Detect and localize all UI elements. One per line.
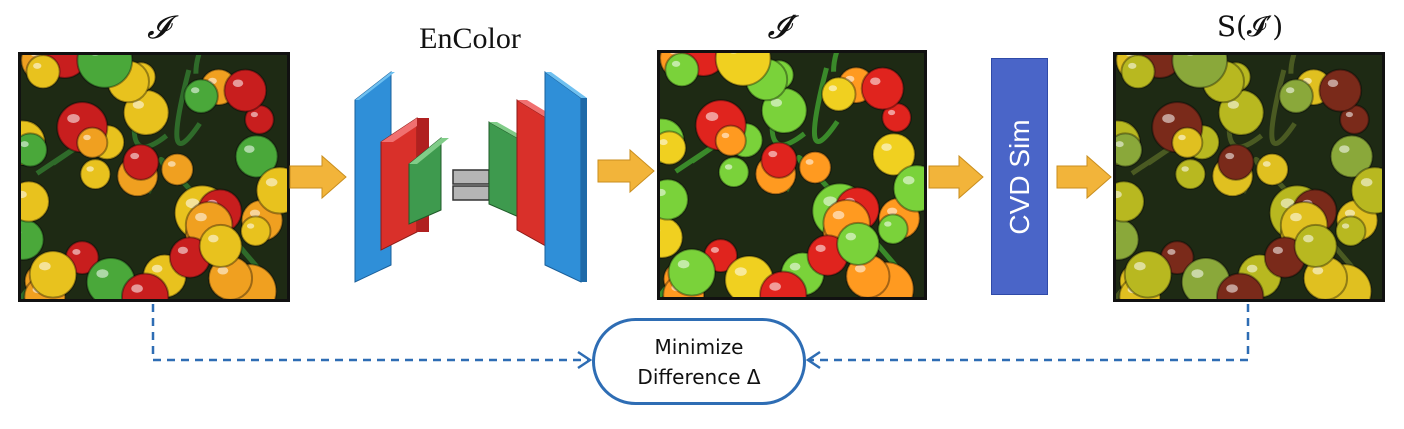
encolor-output-image <box>657 50 927 300</box>
encolor-title: EnColor <box>419 22 521 55</box>
cvd-simulated-image <box>1113 52 1385 302</box>
input-image-label: 𝓘 <box>147 8 169 46</box>
flow-arrow-2 <box>597 148 655 194</box>
objective-line-1: Minimize <box>654 334 744 359</box>
cvd-sim-box: CVD Sim <box>991 58 1048 295</box>
minimize-difference-box: Minimize Difference Δ <box>592 318 806 405</box>
output-image-label: 𝓘′ <box>767 8 797 46</box>
encolor-network <box>354 70 587 283</box>
flow-arrow-4 <box>1056 154 1112 200</box>
dashed-arrowhead-right <box>805 350 821 370</box>
simulated-image-label: S(𝓘′) <box>1216 10 1284 43</box>
flow-arrow-1 <box>289 154 347 200</box>
encoder-layer-3 <box>408 136 449 225</box>
dashed-arrowhead-left <box>577 350 593 370</box>
dashed-line-from-input <box>151 304 588 362</box>
bottleneck <box>452 169 490 201</box>
decoder-layer-3 <box>544 71 587 283</box>
input-image <box>18 52 290 302</box>
dashed-line-from-simulated <box>810 304 1250 362</box>
flow-arrow-3 <box>928 154 984 200</box>
objective-line-2: Difference Δ <box>637 364 761 389</box>
